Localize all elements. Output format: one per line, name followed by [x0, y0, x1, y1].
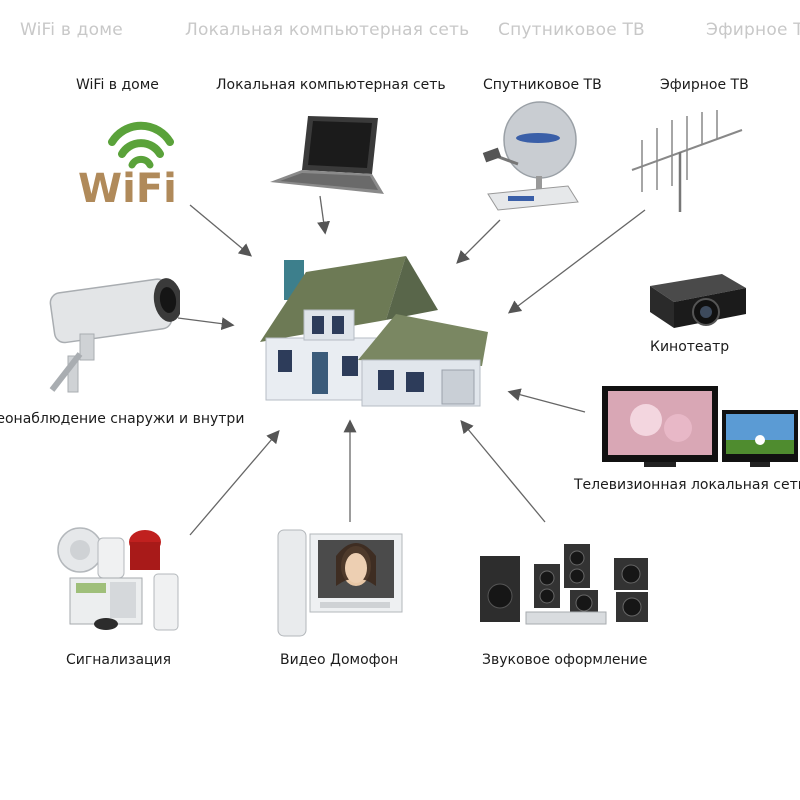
label-satellite: Спутниковое ТВ	[483, 77, 602, 93]
label-audio: Звуковое оформление	[482, 652, 648, 668]
speaker-system-icon	[476, 540, 656, 630]
video-intercom-icon	[276, 526, 406, 641]
arrow-lan	[317, 195, 331, 235]
ghost-header-wifi: WiFi в доме	[20, 20, 123, 40]
ghost-header-lan: Локальная компьютерная сеть	[185, 20, 470, 40]
wifi-icon: WiFi	[72, 102, 202, 212]
arrow-tv-network	[507, 388, 586, 413]
arrow-satellite	[456, 219, 501, 264]
arrow-wifi	[189, 204, 252, 257]
laptop-icon	[266, 112, 386, 202]
label-intercom: Видео Домофон	[280, 652, 399, 668]
arrow-cctv	[177, 317, 235, 331]
wifi-logo-text: WiFi	[78, 166, 177, 212]
label-tv-network: Телевизионная локальная сеть	[574, 477, 800, 493]
ghost-header-satellite: Спутниковое ТВ	[498, 20, 645, 40]
ghost-header-antenna: Эфирное ТВ	[706, 20, 800, 40]
label-antenna: Эфирное ТВ	[660, 77, 749, 93]
antenna-icon	[622, 100, 752, 215]
label-cinema: Кинотеатр	[650, 339, 730, 355]
arrow-alarm	[189, 430, 280, 536]
arrow-antenna	[507, 209, 646, 314]
label-cctv: Видеонаблюдение снаружи и внутри	[0, 411, 245, 427]
label-lan: Локальная компьютерная сеть	[216, 77, 446, 93]
arrow-audio	[460, 419, 546, 523]
tv-screens-icon	[600, 382, 800, 472]
satellite-dish-icon	[478, 98, 588, 213]
label-wifi: WiFi в доме	[76, 77, 159, 93]
projector-icon	[642, 268, 752, 333]
label-alarm: Сигнализация	[66, 652, 172, 668]
security-camera-icon	[40, 268, 180, 398]
house-icon	[246, 250, 496, 410]
alarm-devices-icon	[50, 520, 190, 638]
